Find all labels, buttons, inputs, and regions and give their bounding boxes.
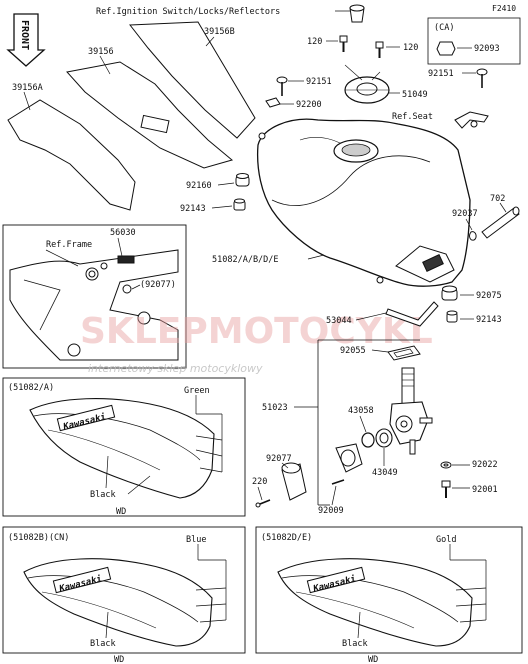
watermark-tagline: internetowy sklep motocyklowy bbox=[88, 362, 263, 375]
label-53044: 53044 bbox=[326, 316, 352, 326]
panel-51082-de: (51082D/E) Gold Kawasaki Black WD bbox=[255, 526, 523, 664]
ref-ignition-label: Ref.Ignition Switch/Locks/Reflectors bbox=[96, 7, 280, 17]
bolt-icon bbox=[375, 41, 384, 58]
panel-a-lower: Black bbox=[90, 490, 116, 500]
ref-seat-label: Ref.Seat bbox=[392, 112, 433, 122]
label-51049: 51049 bbox=[402, 90, 428, 100]
seat-pad-39156a bbox=[7, 99, 136, 211]
front-arrow-icon: FRONT bbox=[6, 13, 46, 67]
label-51023: 51023 bbox=[262, 403, 288, 413]
panel-b-title: (51082B)(CN) bbox=[8, 533, 69, 543]
leader-39156b bbox=[205, 36, 215, 47]
collar-icon bbox=[446, 310, 458, 323]
ca-label: (CA) bbox=[434, 23, 454, 33]
label-43058: 43058 bbox=[348, 406, 374, 416]
label-92077: 92077 bbox=[266, 454, 292, 464]
ca-variant-box: (CA) 92093 bbox=[427, 17, 521, 65]
label-92143-top: 92143 bbox=[180, 204, 206, 214]
label-92001: 92001 bbox=[472, 485, 498, 495]
fuel-cock-body bbox=[389, 367, 433, 455]
panel-51082-b: (51082B)(CN) Blue Kawasaki Black WD bbox=[2, 526, 246, 664]
bolt-icon bbox=[441, 480, 451, 498]
panel-b-lower: Black bbox=[90, 639, 116, 649]
panel-51082-a: (51082/A) Green Kawasaki Black WD bbox=[2, 377, 246, 517]
label-51082: 51082/A/B/D/E bbox=[212, 255, 279, 265]
bolt-icon bbox=[339, 35, 348, 52]
lever-knob-92077 bbox=[281, 462, 307, 501]
label-39156: 39156 bbox=[88, 47, 114, 57]
label-92151-right: 92151 bbox=[428, 69, 454, 79]
screw-icon bbox=[331, 479, 345, 485]
label-92055: 92055 bbox=[340, 346, 366, 356]
panel-a-wd: WD bbox=[116, 507, 126, 517]
label-120-right: 120 bbox=[403, 43, 418, 53]
label-92160: 92160 bbox=[186, 181, 212, 191]
seat-bracket-part bbox=[454, 111, 489, 129]
fuel-tank-51082 bbox=[256, 118, 471, 287]
label-92037: 92037 bbox=[452, 209, 478, 219]
collar-icon bbox=[233, 198, 246, 211]
ignition-cap-part bbox=[349, 4, 365, 23]
damper-icon bbox=[441, 285, 458, 301]
front-label: FRONT bbox=[19, 20, 30, 50]
washer-icon bbox=[440, 461, 452, 469]
washer-icon bbox=[265, 97, 281, 108]
breather-hose-702 bbox=[481, 206, 520, 239]
seat-pad-39156b bbox=[129, 21, 256, 139]
label-92077-paren: (92077) bbox=[140, 280, 176, 290]
diagram-code: F2410 bbox=[492, 4, 516, 13]
clip-icon bbox=[469, 231, 477, 241]
ref-frame-label: Ref.Frame bbox=[46, 240, 92, 250]
screw-icon bbox=[276, 76, 288, 96]
label-92151-left: 92151 bbox=[306, 77, 332, 87]
panel-b-wd: WD bbox=[114, 655, 124, 664]
panel-de-wd: WD bbox=[368, 655, 378, 664]
gasket-92055 bbox=[387, 345, 421, 361]
label-92143-bottom: 92143 bbox=[476, 315, 502, 325]
label-120-left: 120 bbox=[307, 37, 322, 47]
label-39156b: 39156B bbox=[204, 27, 235, 37]
label-92009: 92009 bbox=[318, 506, 344, 516]
label-92093: 92093 bbox=[474, 44, 500, 54]
leader-39156a bbox=[23, 91, 31, 111]
label-43049: 43049 bbox=[372, 468, 398, 478]
screw-icon bbox=[476, 68, 488, 88]
panel-a-title: (51082/A) bbox=[8, 383, 54, 393]
panel-de-color: Gold bbox=[436, 535, 456, 545]
label-220: 220 bbox=[252, 477, 267, 487]
nut-icon bbox=[436, 41, 456, 56]
frame-detail-inset: Ref.Frame 56030 (92077) bbox=[2, 224, 187, 369]
filler-cap-plate bbox=[344, 76, 390, 104]
label-92022: 92022 bbox=[472, 460, 498, 470]
leader-39156 bbox=[99, 55, 111, 75]
label-56030: 56030 bbox=[110, 228, 136, 238]
panel-b-color: Blue bbox=[186, 535, 206, 545]
o-ring-43058 bbox=[361, 432, 375, 448]
grommet-icon bbox=[235, 173, 250, 187]
cock-lever bbox=[335, 443, 363, 473]
panel-de-title: (51082D/E) bbox=[261, 533, 312, 543]
panel-de-lower: Black bbox=[342, 639, 368, 649]
label-39156a: 39156A bbox=[12, 83, 43, 93]
label-702: 702 bbox=[490, 194, 505, 204]
watermark-brand: SKLEPMOTOCYKL bbox=[80, 311, 433, 352]
screw-icon bbox=[255, 499, 271, 508]
panel-a-color: Green bbox=[184, 386, 210, 396]
label-92075: 92075 bbox=[476, 291, 502, 301]
seal-43049 bbox=[375, 428, 393, 448]
seat-pad-39156 bbox=[66, 61, 234, 169]
label-92200: 92200 bbox=[296, 100, 322, 110]
tube-53044 bbox=[385, 301, 439, 327]
